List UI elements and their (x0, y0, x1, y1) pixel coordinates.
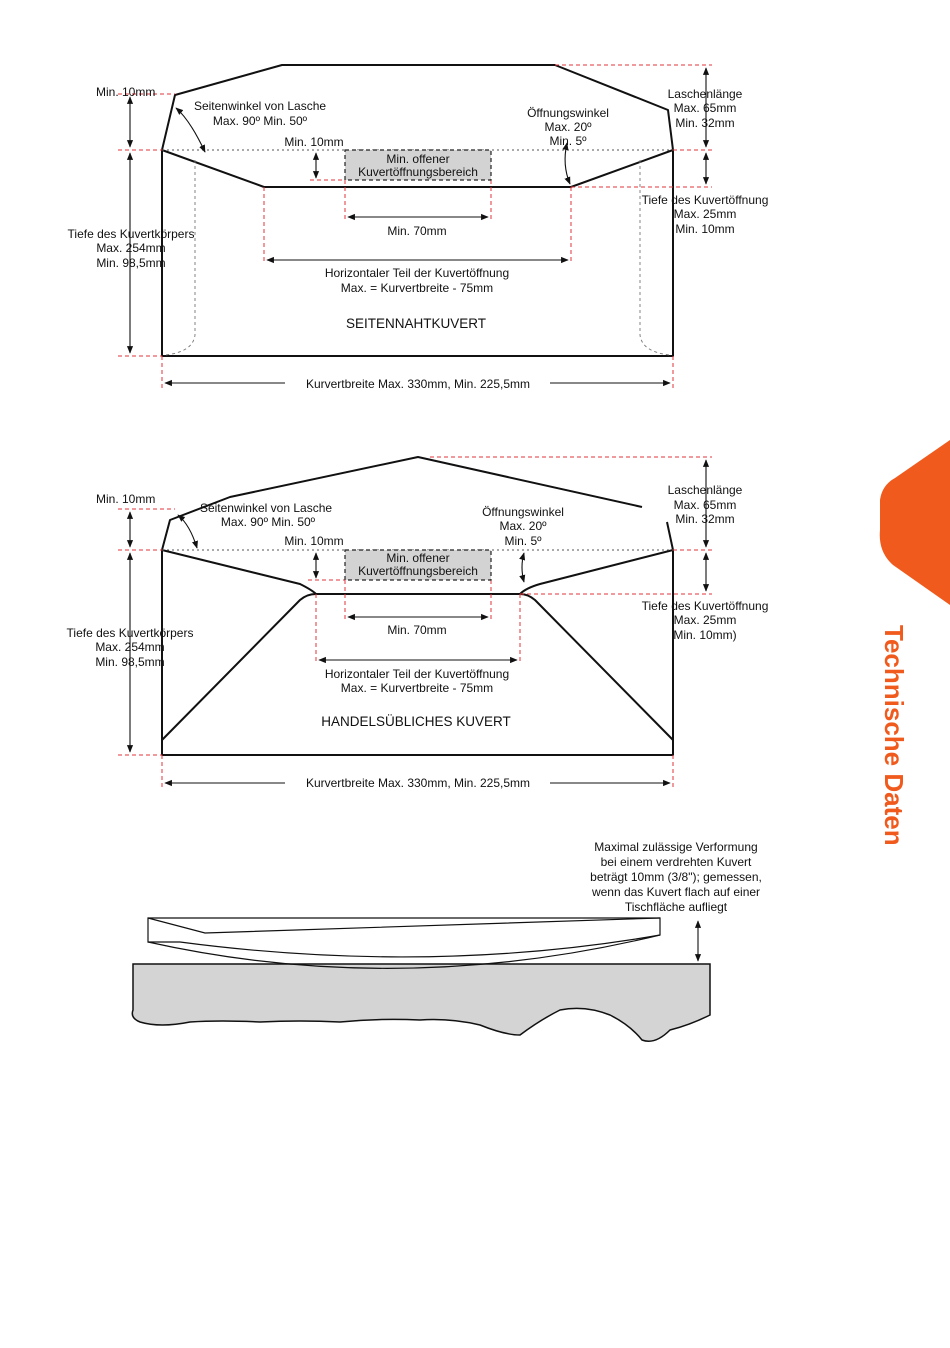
d2-horizontal-1: Horizontaler Teil der Kuvertöffnung (325, 667, 509, 681)
d1-open-area-2: Kuvertöffnungsbereich (358, 165, 478, 179)
d2-min-10mm-mid: Min. 10mm (284, 534, 343, 548)
d2-horizontal-2: Max. = Kurvertbreite - 75mm (341, 681, 493, 695)
d1-opening-angle-1: Öffnungswinkel (527, 106, 609, 120)
d1-opening-angle-2: Max. 20º (544, 120, 592, 134)
diagram2-labels: Min. 10mm Seitenwinkel von Lasche Max. 9… (67, 483, 769, 790)
open-area-box (344, 149, 492, 181)
d1-min-70: Min. 70mm (387, 224, 446, 238)
d2-opening-angle-1: Öffnungswinkel (482, 505, 564, 519)
d2-opening-depth-1: Tiefe des Kuvertöffnung (642, 599, 769, 613)
d1-body-depth-2: Max. 254mm (96, 241, 165, 255)
d1-body-depth-1: Tiefe des Kuvertkörpers (68, 227, 195, 241)
d1-min-10mm-mid: Min. 10mm (284, 135, 343, 149)
d1-opening-depth-1: Tiefe des Kuvertöffnung (642, 193, 769, 207)
d2-flap-length-1: Laschenlänge (668, 483, 743, 497)
d2-side-angle-1: Seitenwinkel von Lasche (200, 501, 332, 515)
d3-note-4: wenn das Kuvert flach auf einer (591, 885, 760, 899)
d2-body-depth-2: Max. 254mm (95, 640, 164, 654)
d3-note-3: beträgt 10mm (3/8"); gemessen, (590, 870, 762, 884)
d1-horizontal-1: Horizontaler Teil der Kuvertöffnung (325, 266, 509, 280)
d2-min-70: Min. 70mm (387, 623, 446, 637)
d2-body-depth-3: Min. 98,5mm (95, 655, 164, 669)
d2-flap-length-3: Min. 32mm (675, 512, 734, 526)
d1-opening-depth-3: Min. 10mm (675, 222, 734, 236)
d1-open-area-1: Min. offener (386, 152, 449, 166)
d2-body-depth-1: Tiefe des Kuvertkörpers (67, 626, 194, 640)
d1-flap-length-3: Min. 32mm (675, 116, 734, 130)
d2-flap-length-2: Max. 65mm (674, 498, 737, 512)
d1-flap-length-2: Max. 65mm (674, 101, 737, 115)
open-area-box-2 (344, 549, 492, 581)
d1-title: SEITENNAHTKUVERT (346, 316, 486, 331)
d1-opening-depth-2: Max. 25mm (674, 207, 737, 221)
d1-body-depth-3: Min. 98,5mm (96, 256, 165, 270)
d2-open-area-1: Min. offener (386, 551, 449, 565)
side-tab-label: Technische Daten (879, 625, 909, 846)
d3-note-1: Maximal zulässige Verformung (594, 840, 757, 854)
diagram-side-seam-envelope (118, 64, 712, 388)
d1-min-top: Min. 10mm (96, 85, 155, 99)
d2-width: Kurvertbreite Max. 330mm, Min. 225,5mm (306, 776, 530, 790)
d2-min-top: Min. 10mm (96, 492, 155, 506)
side-tab: Technische Daten (879, 440, 950, 846)
d2-opening-angle-3: Min. 5º (504, 534, 542, 548)
diagram3-labels: Maximal zulässige Verformung bei einem v… (590, 840, 762, 914)
d2-opening-depth-3: Min. 10mm) (673, 628, 736, 642)
d3-note-2: bei einem verdrehten Kuvert (601, 855, 752, 869)
d1-side-angle-2: Max. 90º Min. 50º (213, 114, 308, 128)
diagram-commercial-envelope (118, 456, 712, 788)
d2-title: HANDELSÜBLICHES KUVERT (321, 714, 511, 729)
d2-opening-angle-2: Max. 20º (499, 519, 547, 533)
d1-width: Kurvertbreite Max. 330mm, Min. 225,5mm (306, 377, 530, 391)
diagram-twisted-envelope (131, 917, 711, 1042)
table-surface (131, 963, 711, 1042)
d1-side-angle-1: Seitenwinkel von Lasche (194, 99, 326, 113)
d1-horizontal-2: Max. = Kurvertbreite - 75mm (341, 281, 493, 295)
d1-opening-angle-3: Min. 5º (549, 134, 587, 148)
d2-open-area-2: Kuvertöffnungsbereich (358, 564, 478, 578)
d3-note-5: Tischfläche aufliegt (625, 900, 728, 914)
diagram1-labels: Min. 10mm Seitenwinkel von Lasche Max. 9… (68, 85, 769, 391)
d2-side-angle-2: Max. 90º Min. 50º (221, 515, 316, 529)
d1-flap-length-1: Laschenlänge (668, 87, 743, 101)
d2-opening-depth-2: Max. 25mm (674, 613, 737, 627)
